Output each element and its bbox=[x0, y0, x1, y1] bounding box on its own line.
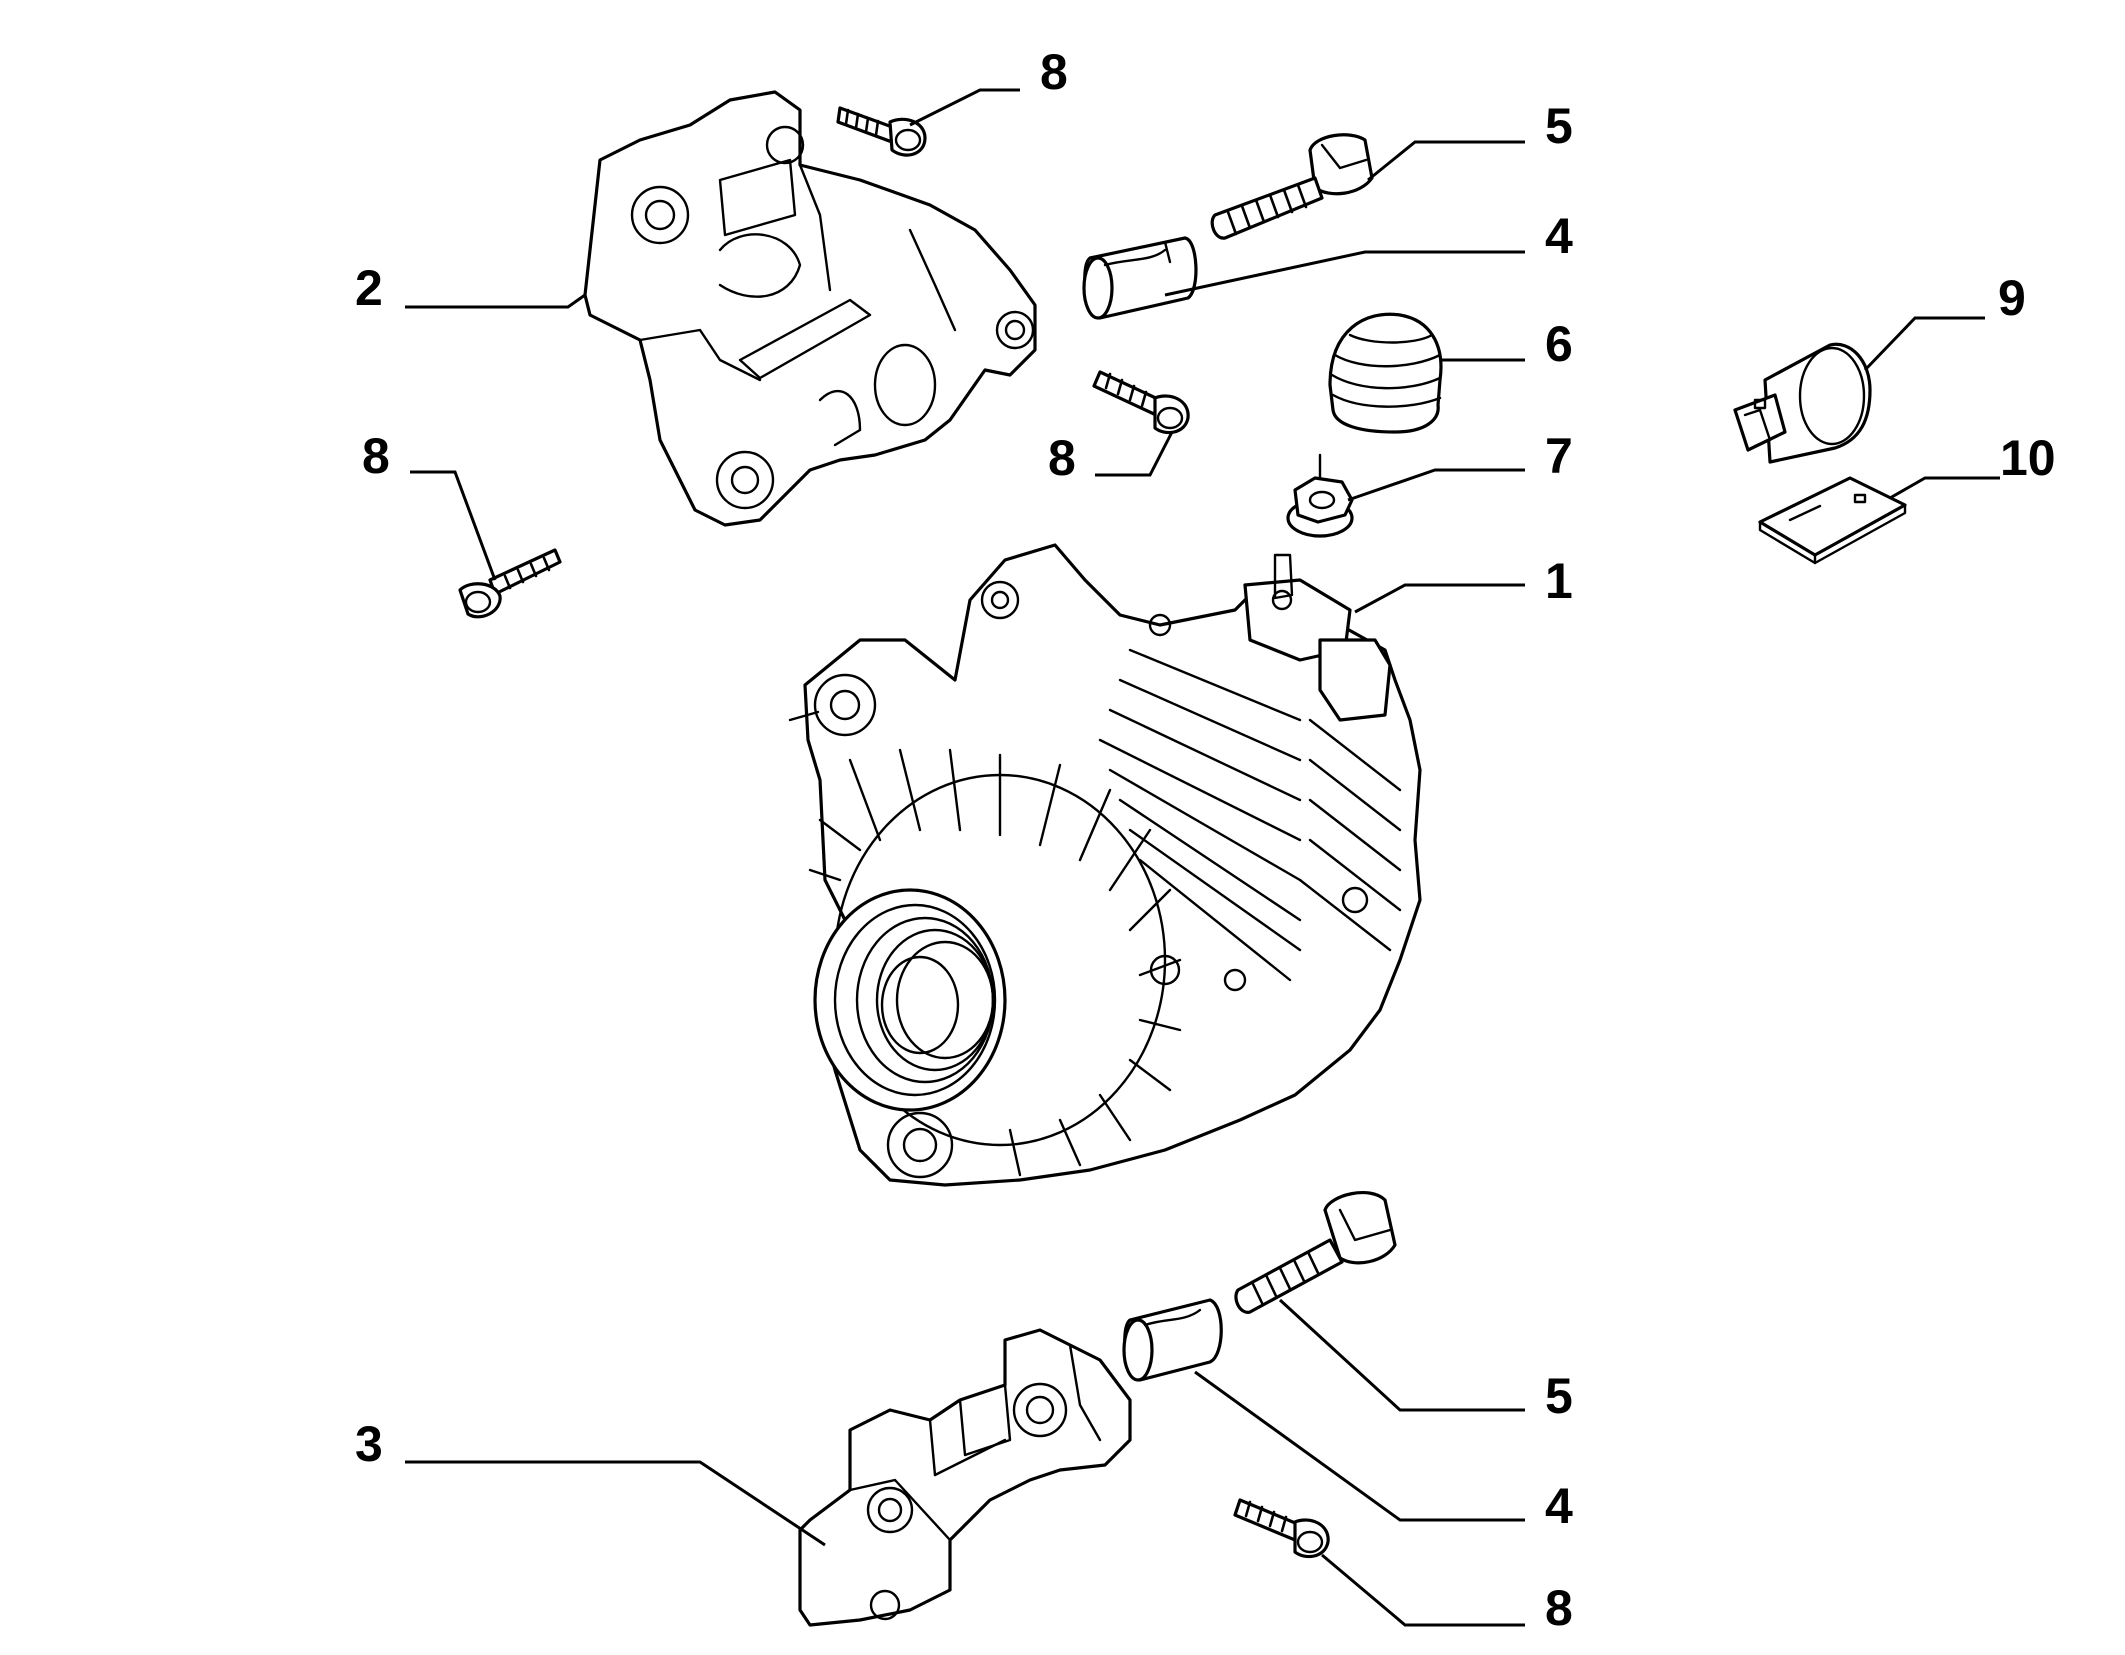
leader-10 bbox=[1889, 476, 2000, 500]
leader-2 bbox=[405, 293, 586, 309]
callout-4-bottom: 4 bbox=[1545, 1478, 1573, 1534]
bolt-part-bottom bbox=[1234, 1190, 1397, 1314]
bushing-part-bottom bbox=[1122, 1298, 1223, 1382]
leader-8-bottom bbox=[1321, 1553, 1525, 1627]
lower-bracket-part bbox=[798, 1328, 1132, 1627]
connector-cover-part bbox=[1758, 476, 1907, 565]
callout-3: 3 bbox=[355, 1416, 383, 1472]
bolt-part-top bbox=[1210, 133, 1374, 240]
callout-numbers: 1 2 3 4 4 5 5 6 7 8 8 8 8 9 10 bbox=[355, 44, 2056, 1636]
bushing-part-top bbox=[1082, 236, 1198, 320]
leader-8-mid bbox=[1095, 431, 1174, 477]
callout-7: 7 bbox=[1545, 428, 1573, 484]
leader-7 bbox=[1347, 468, 1525, 502]
callout-8-left: 8 bbox=[362, 428, 390, 484]
callout-9: 9 bbox=[1998, 270, 2026, 326]
callout-8-bottom: 8 bbox=[1545, 1580, 1573, 1636]
callout-6: 6 bbox=[1545, 316, 1573, 372]
callout-5-bottom: 5 bbox=[1545, 1368, 1573, 1424]
rubber-boot-part bbox=[1328, 312, 1443, 434]
leader-4-top bbox=[1164, 250, 1525, 297]
upper-bracket-part bbox=[583, 90, 1037, 527]
leader-8-left bbox=[410, 470, 497, 581]
screw-part-left bbox=[458, 548, 562, 619]
leader-3 bbox=[405, 1460, 826, 1547]
callout-10: 10 bbox=[2000, 430, 2056, 486]
leader-1 bbox=[1354, 583, 1525, 614]
callout-8-top: 8 bbox=[1040, 44, 1068, 100]
alternator-part bbox=[788, 543, 1422, 1187]
leader-9 bbox=[1863, 316, 1985, 372]
leader-5-top bbox=[1367, 140, 1525, 182]
callout-4-top: 4 bbox=[1545, 208, 1573, 264]
leader-5-bottom bbox=[1278, 1298, 1525, 1412]
flange-nut-part bbox=[1286, 453, 1354, 538]
callout-1: 1 bbox=[1545, 553, 1573, 609]
connector-part bbox=[1733, 342, 1872, 464]
leader-4-bottom bbox=[1194, 1370, 1525, 1522]
callout-8-mid: 8 bbox=[1048, 430, 1076, 486]
leader-8-top bbox=[909, 88, 1020, 127]
callout-2: 2 bbox=[355, 260, 383, 316]
leader-lines bbox=[405, 88, 2000, 1627]
screw-part-top bbox=[836, 106, 927, 157]
screw-part-mid bbox=[1092, 370, 1190, 435]
screw-part-bottom bbox=[1233, 1498, 1330, 1559]
callout-5-top: 5 bbox=[1545, 98, 1573, 154]
